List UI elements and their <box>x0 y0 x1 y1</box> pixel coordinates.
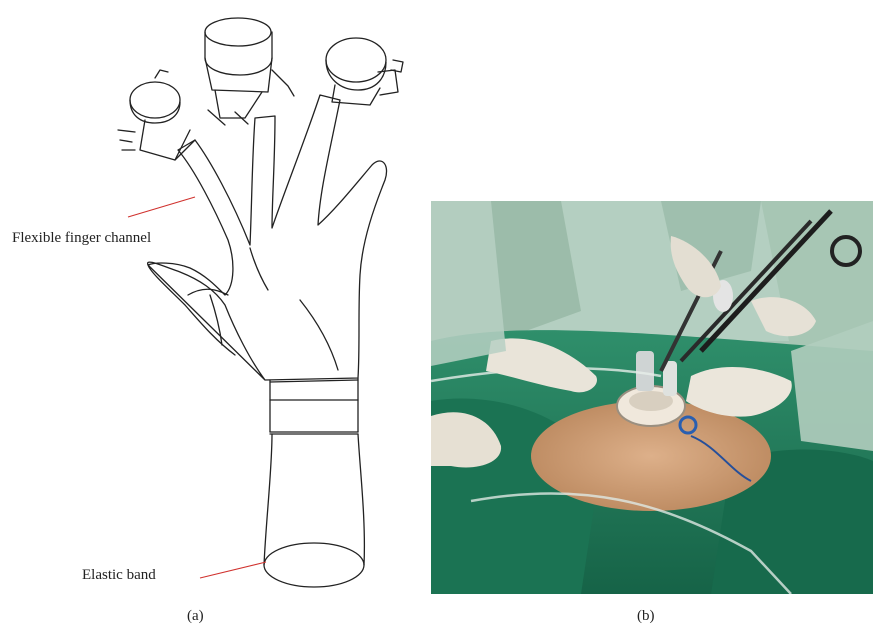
surgery-scene <box>431 201 873 594</box>
wrist-cuff <box>270 378 358 432</box>
caption-b: (b) <box>637 608 655 625</box>
sleeve <box>264 434 364 565</box>
leader-finger-channel <box>128 197 195 217</box>
label-flexible-finger-channel: Flexible finger channel <box>12 230 151 247</box>
leader-elastic-band <box>200 562 266 578</box>
label-elastic-band: Elastic band <box>82 567 156 584</box>
caption-a: (a) <box>187 608 204 625</box>
port-2 <box>205 18 294 125</box>
port-3 <box>326 38 403 105</box>
elastic-band-ring <box>264 543 364 587</box>
surgery-photo <box>431 201 873 594</box>
glove-outline <box>148 95 387 380</box>
glove-drawing <box>0 0 420 633</box>
glove-port-diagram: Flexible finger channel Elastic band <box>0 0 420 633</box>
